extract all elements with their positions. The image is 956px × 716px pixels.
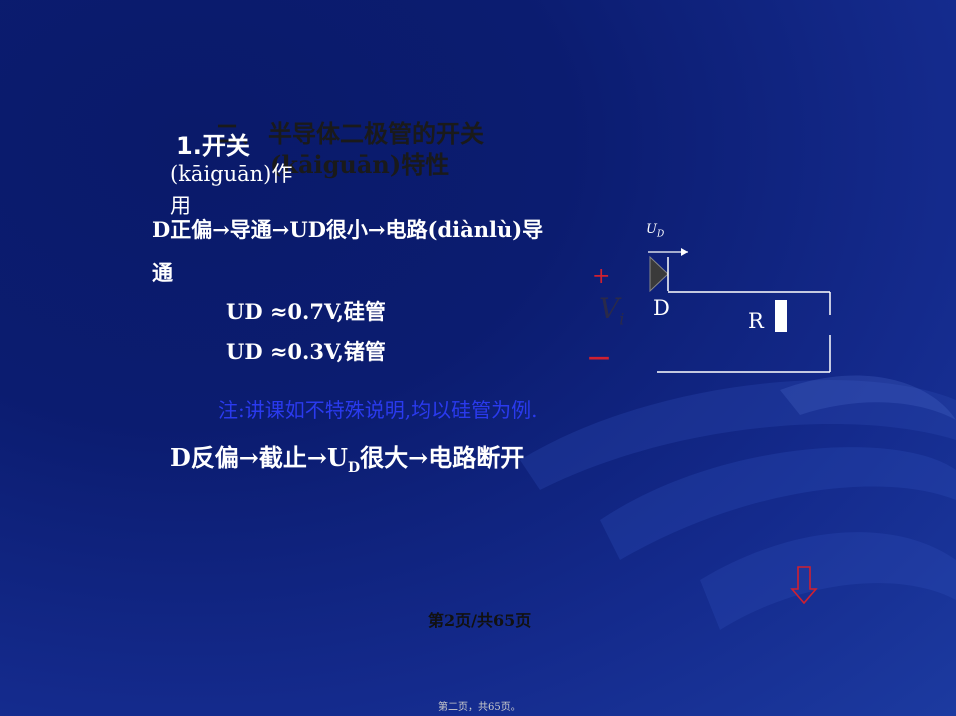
ud-label-main: U	[646, 222, 657, 237]
germanium-voltage: UD ≈0.3V,锗管	[226, 339, 386, 364]
forward-bias-line1: D正偏→导通→UD很小→电路(diànlù)导	[152, 217, 544, 242]
title-prefix: 二、	[215, 119, 263, 148]
reverse-bias-prefix: D反偏→截止→U	[170, 443, 348, 472]
forward-bias-line2: 通	[152, 260, 173, 285]
reverse-bias-suffix: 很大→电路断开	[360, 443, 525, 472]
title-line2: (kāiguān)特性	[270, 150, 450, 179]
section-number: 1.开关	[176, 132, 250, 160]
minus-sign: —	[588, 344, 610, 370]
diode-circuit	[648, 248, 831, 373]
title-line1: 半导体二极管的开关	[268, 119, 484, 148]
section-subtitle: (kāiguān)作	[170, 162, 293, 186]
section-subtitle-2: 用	[170, 194, 191, 218]
vi-label-sub: i	[619, 309, 625, 329]
silicon-voltage: UD ≈0.7V,硅管	[226, 299, 386, 324]
resistor-label: R	[748, 309, 764, 333]
ud-label: UD	[646, 222, 664, 240]
reverse-bias-sub: D	[347, 459, 361, 476]
ud-label-sub: D	[656, 229, 665, 240]
footer-text: 第二页，共65页。	[438, 702, 521, 713]
vi-label: Vi	[599, 292, 624, 329]
plus-sign: +	[592, 264, 611, 289]
note-text: 注:讲课如不特殊说明,均以硅管为例.	[218, 398, 538, 422]
reverse-bias-line: D反偏→截止→UD很大→电路断开	[170, 438, 524, 476]
vi-label-main: V	[599, 292, 620, 325]
diode-label: D	[653, 296, 670, 320]
down-arrow-icon[interactable]	[790, 565, 818, 605]
page-indicator: 第2页/共65页	[428, 611, 532, 630]
